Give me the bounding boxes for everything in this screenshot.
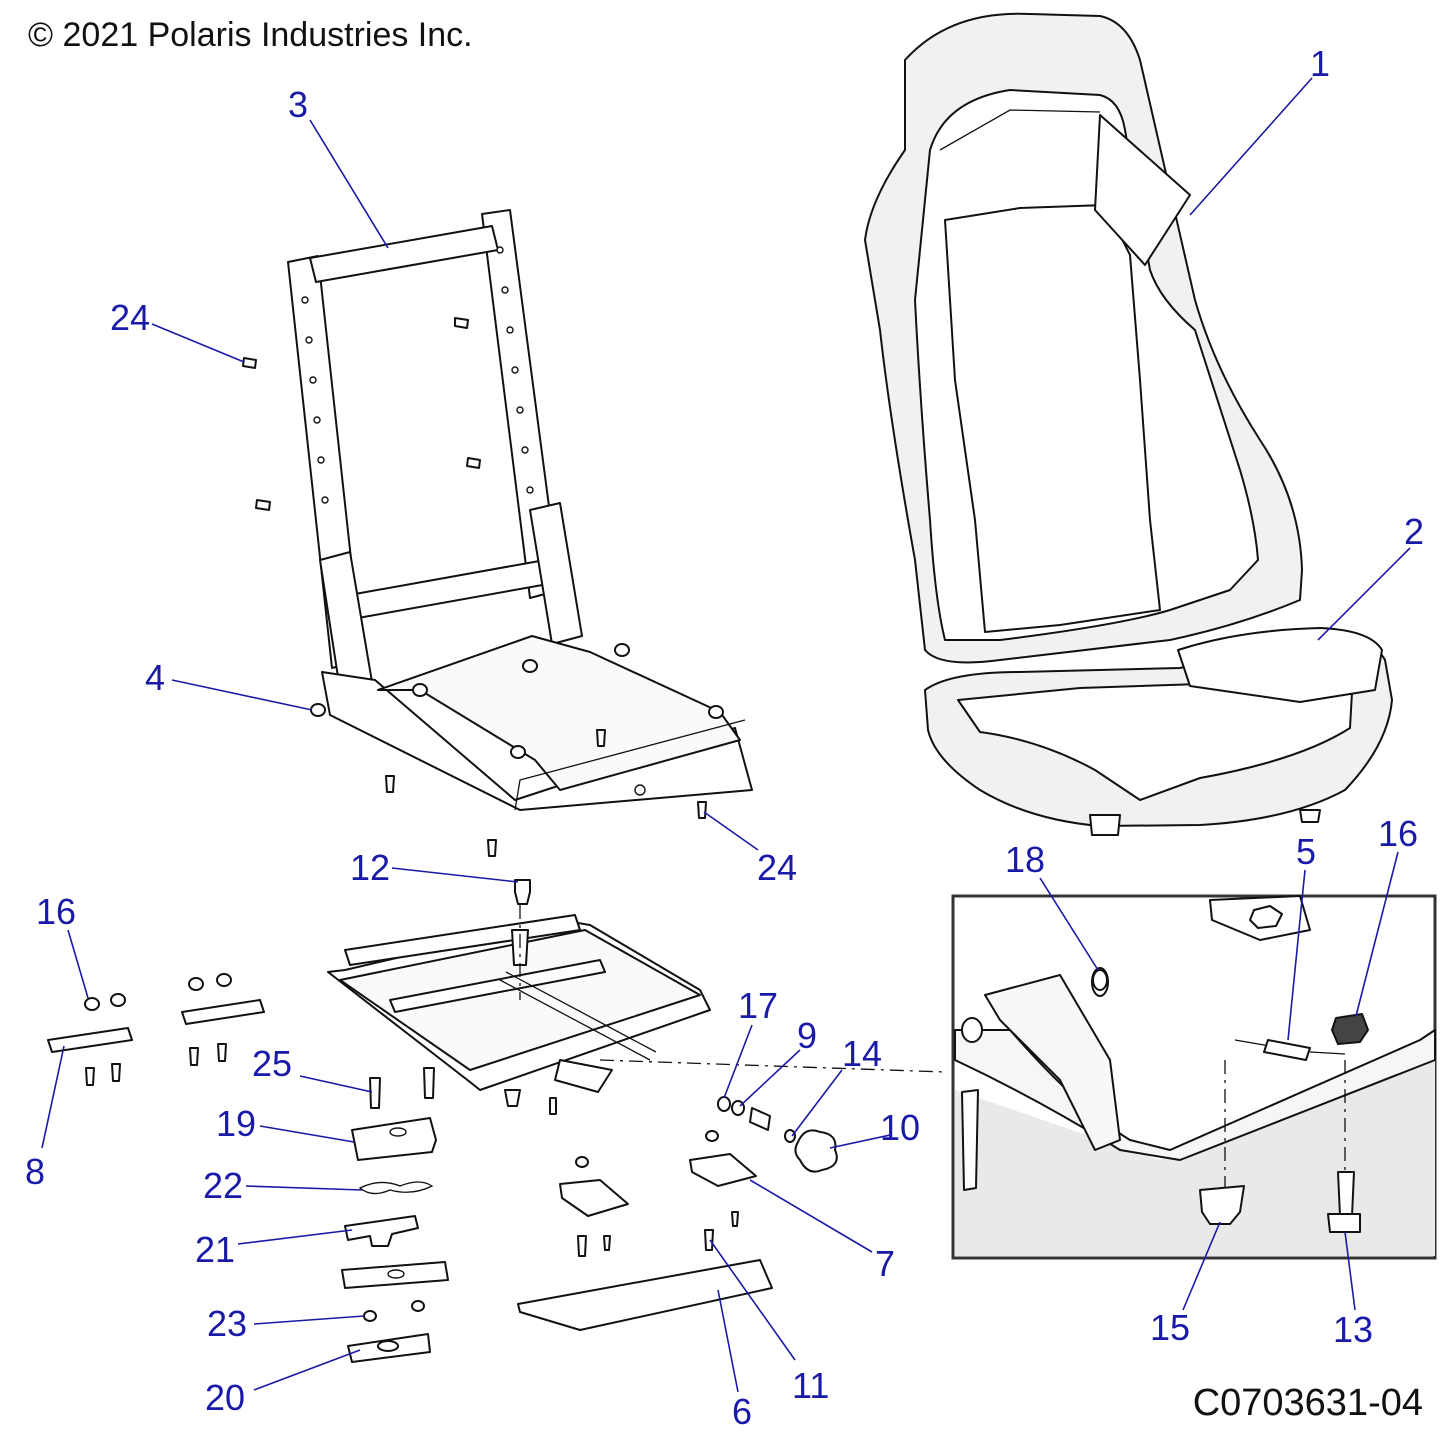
- callout-17: 17: [738, 985, 778, 1026]
- callout-7: 7: [875, 1243, 895, 1284]
- callout-16-left: 16: [36, 891, 76, 932]
- callout-5: 5: [1296, 831, 1316, 872]
- callout-3: 3: [288, 84, 308, 125]
- callout-labels: 1 2 3 4 5 6 7 8 9 10 11 12 13 14 15 16 1…: [25, 43, 1424, 1432]
- callout-25: 25: [252, 1043, 292, 1084]
- callout-10: 10: [880, 1107, 920, 1148]
- callout-16-inset: 16: [1378, 813, 1418, 854]
- lower-brackets: [517, 1130, 773, 1331]
- callout-12: 12: [350, 847, 390, 888]
- drawing-number: C0703631-04: [1192, 1382, 1423, 1424]
- callout-23: 23: [207, 1303, 247, 1344]
- leader-lines: [41, 77, 1411, 1393]
- callout-9: 9: [797, 1015, 817, 1056]
- seat-frame: [242, 209, 753, 857]
- frame-screws: [242, 317, 707, 857]
- seat-assembly: [863, 12, 1394, 836]
- callout-20: 20: [205, 1377, 245, 1418]
- callout-1: 1: [1310, 43, 1330, 84]
- frame-nuts: [310, 643, 724, 759]
- inset-detail-view: [951, 894, 1437, 1260]
- callout-15: 15: [1150, 1307, 1190, 1348]
- callout-13: 13: [1333, 1309, 1373, 1350]
- callout-2: 2: [1404, 511, 1424, 552]
- callout-18: 18: [1005, 839, 1045, 880]
- callout-24-lower: 24: [757, 847, 797, 888]
- callout-11: 11: [792, 1365, 829, 1406]
- callout-4: 4: [145, 657, 165, 698]
- callout-19: 19: [216, 1103, 256, 1144]
- callout-14: 14: [842, 1033, 882, 1074]
- callout-21: 21: [195, 1229, 235, 1270]
- left-small-parts: [47, 973, 449, 1363]
- frame-holes: [301, 246, 646, 796]
- callout-22: 22: [203, 1165, 243, 1206]
- callout-8: 8: [25, 1151, 45, 1192]
- callout-24-upper: 24: [110, 297, 150, 338]
- seat-slider-mechanism: [327, 879, 946, 1173]
- callout-6: 6: [732, 1391, 752, 1432]
- copyright-notice: © 2021 Polaris Industries Inc.: [28, 16, 473, 54]
